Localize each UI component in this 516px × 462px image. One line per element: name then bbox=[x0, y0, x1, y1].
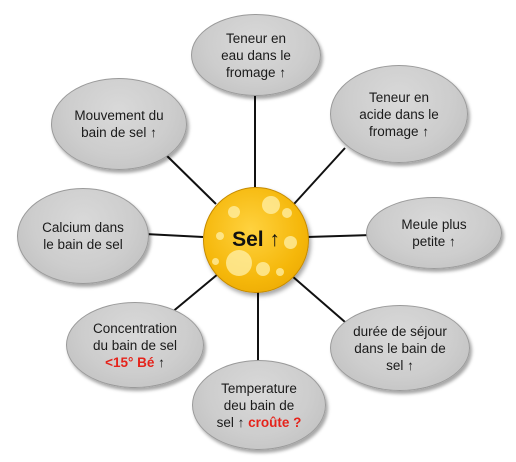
node-temperature-line-3-text: sel ↑ bbox=[216, 414, 249, 430]
node-meule: Meule plus petite ↑ bbox=[366, 197, 502, 269]
cheese-hole-5 bbox=[284, 236, 297, 249]
node-temperature-croute: croûte ? bbox=[248, 414, 302, 430]
node-teneur-acide-line-2: acide dans le bbox=[359, 106, 439, 122]
node-mouvement-line-2: bain de sel ↑ bbox=[81, 125, 157, 140]
node-concentration-line-3: <15° Bé ↑ bbox=[93, 354, 177, 371]
node-mouvement: Mouvement du bain de sel ↑ bbox=[51, 78, 187, 170]
node-calcium-line-1: Calcium dans bbox=[42, 220, 124, 235]
node-concentration: Concentration du bain de sel <15° Bé ↑ bbox=[66, 302, 204, 388]
cheese-hole-2 bbox=[282, 208, 292, 218]
connector-top-right bbox=[293, 147, 346, 205]
cheese-hole-4 bbox=[216, 232, 224, 240]
node-teneur-eau: Teneur en eau dans le fromage ↑ bbox=[191, 14, 321, 96]
node-mouvement-line-1: Mouvement du bbox=[74, 108, 164, 123]
cheese-hole-6 bbox=[226, 250, 252, 276]
node-concentration-line-1: Concentration bbox=[92, 320, 178, 336]
node-calcium-line-2: le bain de sel bbox=[43, 237, 123, 252]
node-duree-sejour-line-1: durée de séjour bbox=[353, 323, 447, 339]
node-temperature-line-1: Temperature bbox=[221, 380, 297, 396]
connector-top-left bbox=[162, 151, 217, 205]
node-teneur-eau-line-2: eau dans le bbox=[221, 47, 291, 63]
center-label: Sel ↑ bbox=[232, 228, 280, 251]
node-duree-sejour-line-3: sel ↑ bbox=[386, 357, 414, 373]
node-concentration-line-2: du bain de sel bbox=[92, 337, 178, 353]
connector-left bbox=[144, 233, 204, 238]
center-node-sel: Sel ↑ bbox=[203, 187, 309, 293]
node-duree-sejour: durée de séjour dans le bain de sel ↑ bbox=[330, 305, 470, 391]
node-concentration-be: <15° Bé bbox=[105, 354, 155, 370]
connector-bottom-right bbox=[291, 275, 346, 323]
node-temperature-line-3: sel ↑ croûte ? bbox=[217, 414, 302, 431]
node-teneur-acide-line-1: Teneur en bbox=[368, 89, 430, 105]
node-meule-line-1: Meule plus bbox=[401, 217, 467, 232]
node-teneur-eau-line-1: Teneur en bbox=[225, 30, 287, 46]
connector-right bbox=[306, 234, 373, 238]
cheese-hole-3 bbox=[228, 206, 240, 218]
cheese-hole-1 bbox=[262, 196, 280, 214]
node-temperature: Temperature deu bain de sel ↑ croûte ? bbox=[192, 360, 326, 450]
node-duree-sejour-line-2: dans le bain de bbox=[354, 340, 446, 356]
node-teneur-acide-line-3: fromage ↑ bbox=[368, 123, 430, 139]
cheese-hole-8 bbox=[212, 258, 219, 265]
cheese-hole-9 bbox=[276, 268, 284, 276]
node-meule-line-2: petite ↑ bbox=[412, 234, 456, 249]
cheese-hole-7 bbox=[256, 262, 270, 276]
node-teneur-acide: Teneur en acide dans le fromage ↑ bbox=[330, 65, 468, 163]
node-teneur-eau-line-3: fromage ↑ bbox=[225, 64, 287, 80]
node-temperature-line-2: deu bain de bbox=[223, 397, 295, 413]
node-concentration-arrow: ↑ bbox=[154, 354, 165, 370]
node-calcium: Calcium dans le bain de sel bbox=[17, 188, 149, 284]
